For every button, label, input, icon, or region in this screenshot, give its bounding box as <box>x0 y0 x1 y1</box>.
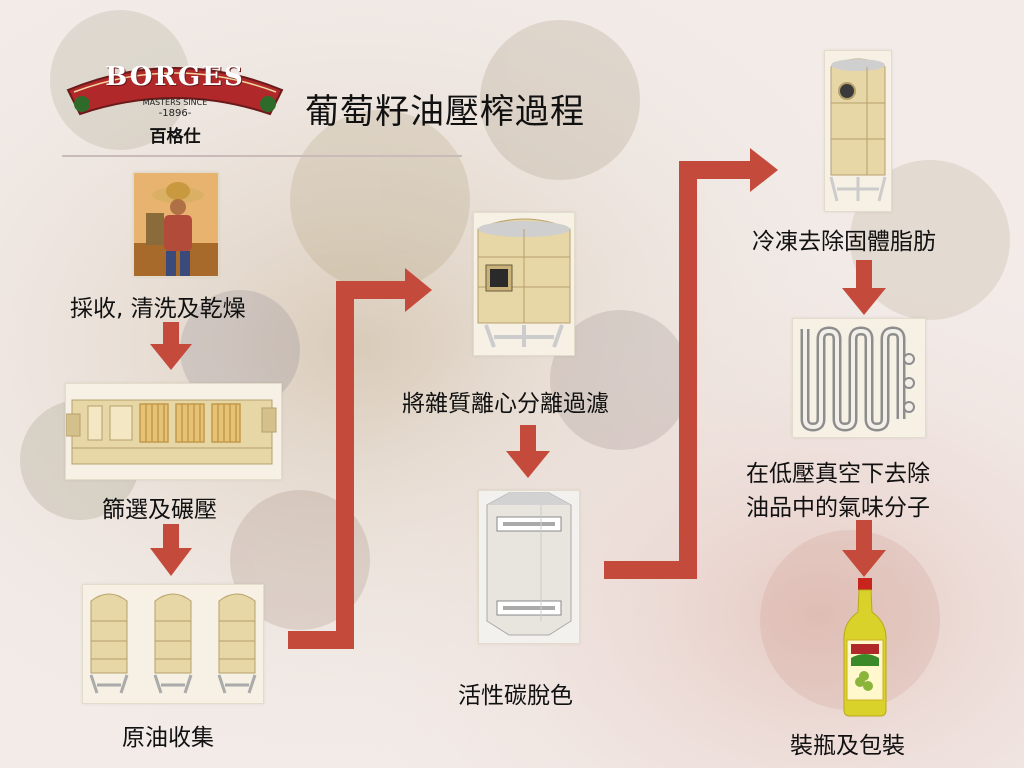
title-divider <box>62 155 462 157</box>
arrow-down-5 <box>842 520 886 577</box>
step-label-crude-oil: 原油收集 <box>122 725 214 751</box>
step-label-vacuum-line-2: 油品中的氣味分子 <box>746 495 930 521</box>
storage-tanks-icon <box>82 584 264 704</box>
oil-bottle-icon <box>842 578 888 718</box>
arrow-connector-1 <box>288 281 410 649</box>
logo-chinese-name: 百格仕 <box>149 127 201 147</box>
farmer-icon <box>133 172 219 277</box>
step-label-winterize: 冷凍去除固體脂肪 <box>752 229 936 255</box>
carbon-filter-icon <box>478 490 580 644</box>
step-label-bottling: 裝瓶及包裝 <box>790 733 905 759</box>
arrow-down-4 <box>842 260 886 315</box>
centrifuge-tank-icon <box>473 212 575 356</box>
page-title: 葡萄籽油壓榨過程 <box>305 92 585 132</box>
step-label-centrifuge: 將雜質離心分離過濾 <box>402 391 609 417</box>
winterization-tank-icon <box>824 50 892 212</box>
borges-logo: BORGES MASTERS SINCE -1896- 百格仕 <box>60 52 290 152</box>
crusher-machine-icon <box>65 383 282 480</box>
step-label-sieve-crush: 篩選及碾壓 <box>102 497 217 523</box>
vacuum-coil-icon <box>792 318 926 438</box>
logo-year: -1896- <box>158 108 192 119</box>
logo-brand: BORGES <box>105 62 245 92</box>
arrow-down-3 <box>506 425 550 478</box>
step-label-harvest: 採收, 清洗及乾燥 <box>70 296 246 322</box>
logo-tagline: MASTERS SINCE <box>142 98 208 107</box>
arrow-connector-2 <box>604 161 755 579</box>
arrow-down-2 <box>150 524 192 576</box>
step-label-carbon: 活性碳脫色 <box>458 683 573 709</box>
arrow-down-1 <box>150 322 192 370</box>
step-label-vacuum-line-1: 在低壓真空下去除 <box>746 461 930 487</box>
